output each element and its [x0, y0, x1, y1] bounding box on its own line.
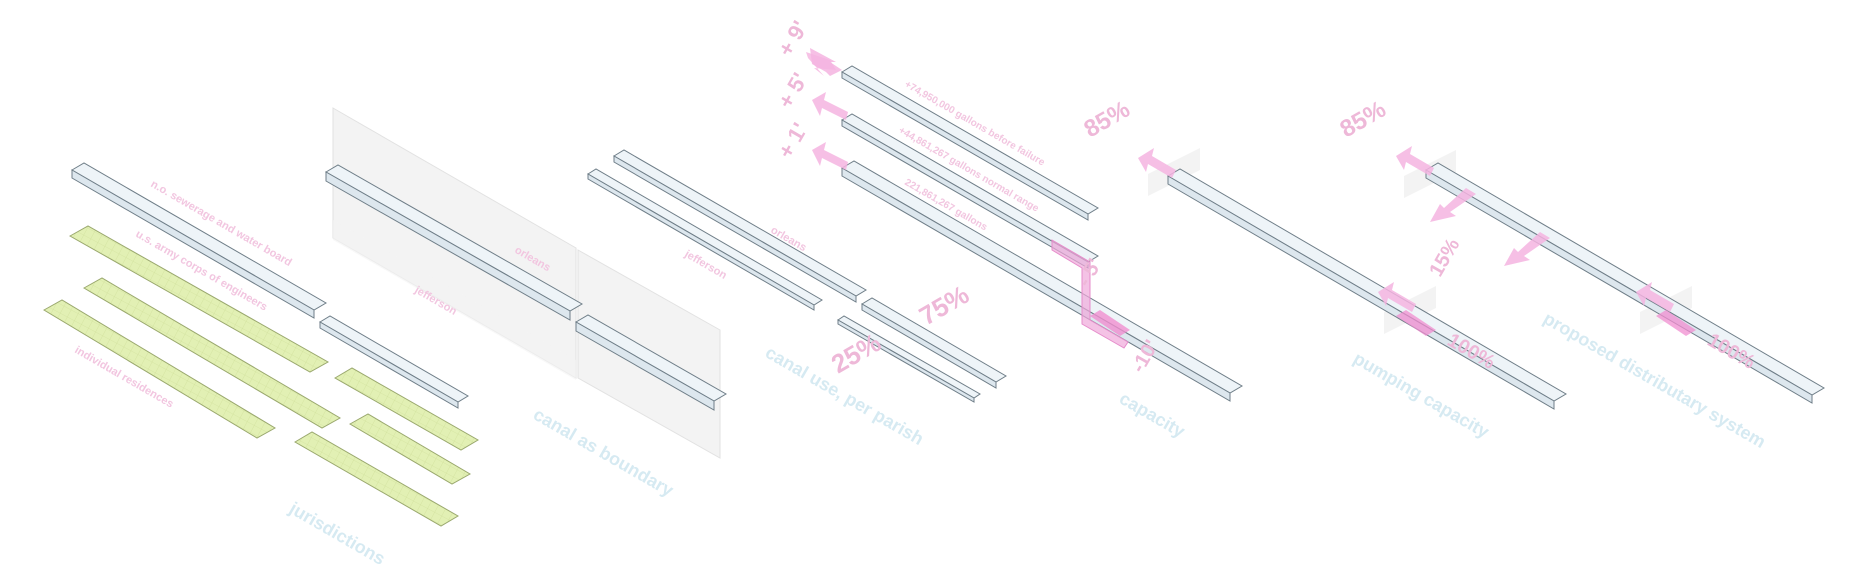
arrow-proposed-85: [1396, 146, 1434, 176]
label-rise-1: + 1': [773, 118, 813, 162]
drop-box: [1090, 310, 1130, 336]
arrow-rise-1-shape: [812, 142, 848, 170]
green-strip-right-a: [334, 367, 479, 451]
panel-title-jurisdictions: jurisdictions: [285, 498, 389, 569]
label-pump-85: 85%: [1080, 96, 1135, 143]
arrow-rise-9-shape: [810, 48, 842, 76]
panel-jurisdictions: n.o. sewerage and water board u.s. army …: [43, 162, 479, 569]
green-strip-right-c: [348, 413, 472, 485]
pipe-jefferson-upper: [587, 168, 823, 311]
pipe-capacity-top: [841, 65, 1099, 221]
panel-title-capacity: capacity: [1116, 388, 1188, 441]
label-proposed-85: 85%: [1336, 96, 1391, 143]
green-strip-right-b: [294, 431, 459, 527]
boundary-plane-lower: [333, 220, 576, 380]
arrow-pump-100: [1378, 282, 1416, 312]
pct-orleans: 75%: [914, 279, 974, 331]
green-strip-army-lower: [82, 277, 342, 429]
label-rise-5: + 5': [773, 68, 813, 112]
pipe-sewerage-lower: [319, 315, 469, 409]
pipe-jefferson-lower: [837, 315, 981, 403]
drop-bracket: [1051, 239, 1129, 349]
label-rise-9: + 9': [773, 16, 813, 60]
panel-pumping: 85% 100% pumping capacity: [1080, 96, 1567, 442]
arrow-proposed-15a: [1430, 188, 1476, 222]
arrow-proposed-100: [1636, 282, 1674, 312]
label-proposed-15: 15%: [1425, 235, 1464, 281]
pipe-proposed-main: [1425, 162, 1825, 404]
arrow-rise-5-shape: [812, 92, 848, 120]
pipe-boundary-lower: [575, 314, 727, 411]
pipe-boundary-upper: [324, 164, 584, 321]
arrow-proposed-15b: [1504, 232, 1550, 266]
green-strip-army-upper: [68, 225, 330, 373]
green-strip-residences: [43, 299, 276, 439]
pipe-capacity-main: [841, 160, 1243, 402]
pipe-orleans-lower: [861, 297, 1007, 389]
panel-title-proposed: proposed distributary system: [1540, 308, 1769, 452]
arrow-pump-85: [1138, 148, 1176, 178]
pipe-sewerage: [71, 162, 327, 319]
pipe-orleans-upper: [613, 149, 867, 303]
proposed-band: [1656, 310, 1696, 336]
pump-band: [1396, 310, 1436, 336]
pipe-capacity-mid: [841, 113, 1099, 269]
panel-boundary: orleans jefferson canal as boundary: [324, 107, 727, 500]
label-pump-100: 100%: [1444, 329, 1499, 374]
